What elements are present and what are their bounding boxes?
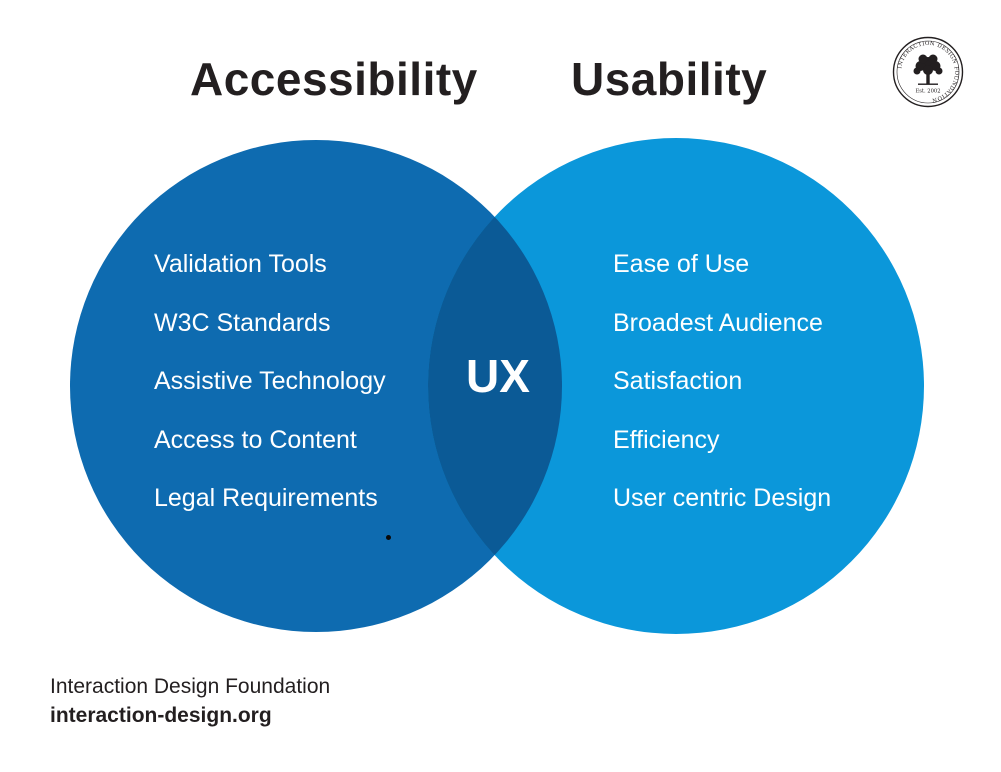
list-item: User centric Design: [613, 484, 832, 512]
accessibility-circle: [70, 140, 562, 632]
list-item: Ease of Use: [613, 250, 750, 278]
footer-url[interactable]: interaction-design.org: [50, 704, 272, 727]
list-item: Legal Requirements: [154, 484, 378, 512]
ux-label: UX: [466, 350, 530, 402]
list-item: Access to Content: [154, 425, 357, 454]
list-item: W3C Standards: [154, 308, 331, 337]
footer-organization: Interaction Design Foundation: [50, 675, 331, 698]
stray-dot: [386, 535, 391, 540]
accessibility-items: Validation Tools W3C Standards Assistive…: [154, 250, 386, 543]
usability-title: Usability: [571, 53, 768, 105]
usability-items: Ease of Use Broadest Audience Satisfacti…: [613, 250, 831, 543]
tree-seal-icon: INTERACTION DESIGN FOUNDATION Est. 2002: [892, 36, 964, 108]
usability-circle: [428, 138, 924, 634]
svg-text:Est. 2002: Est. 2002: [915, 89, 940, 95]
list-item: Broadest Audience: [613, 308, 823, 337]
accessibility-title: Accessibility: [190, 53, 478, 105]
list-item: Satisfaction: [613, 367, 743, 395]
list-item: Validation Tools: [154, 250, 327, 278]
list-item: Efficiency: [613, 425, 720, 454]
list-item: Assistive Technology: [154, 367, 386, 395]
